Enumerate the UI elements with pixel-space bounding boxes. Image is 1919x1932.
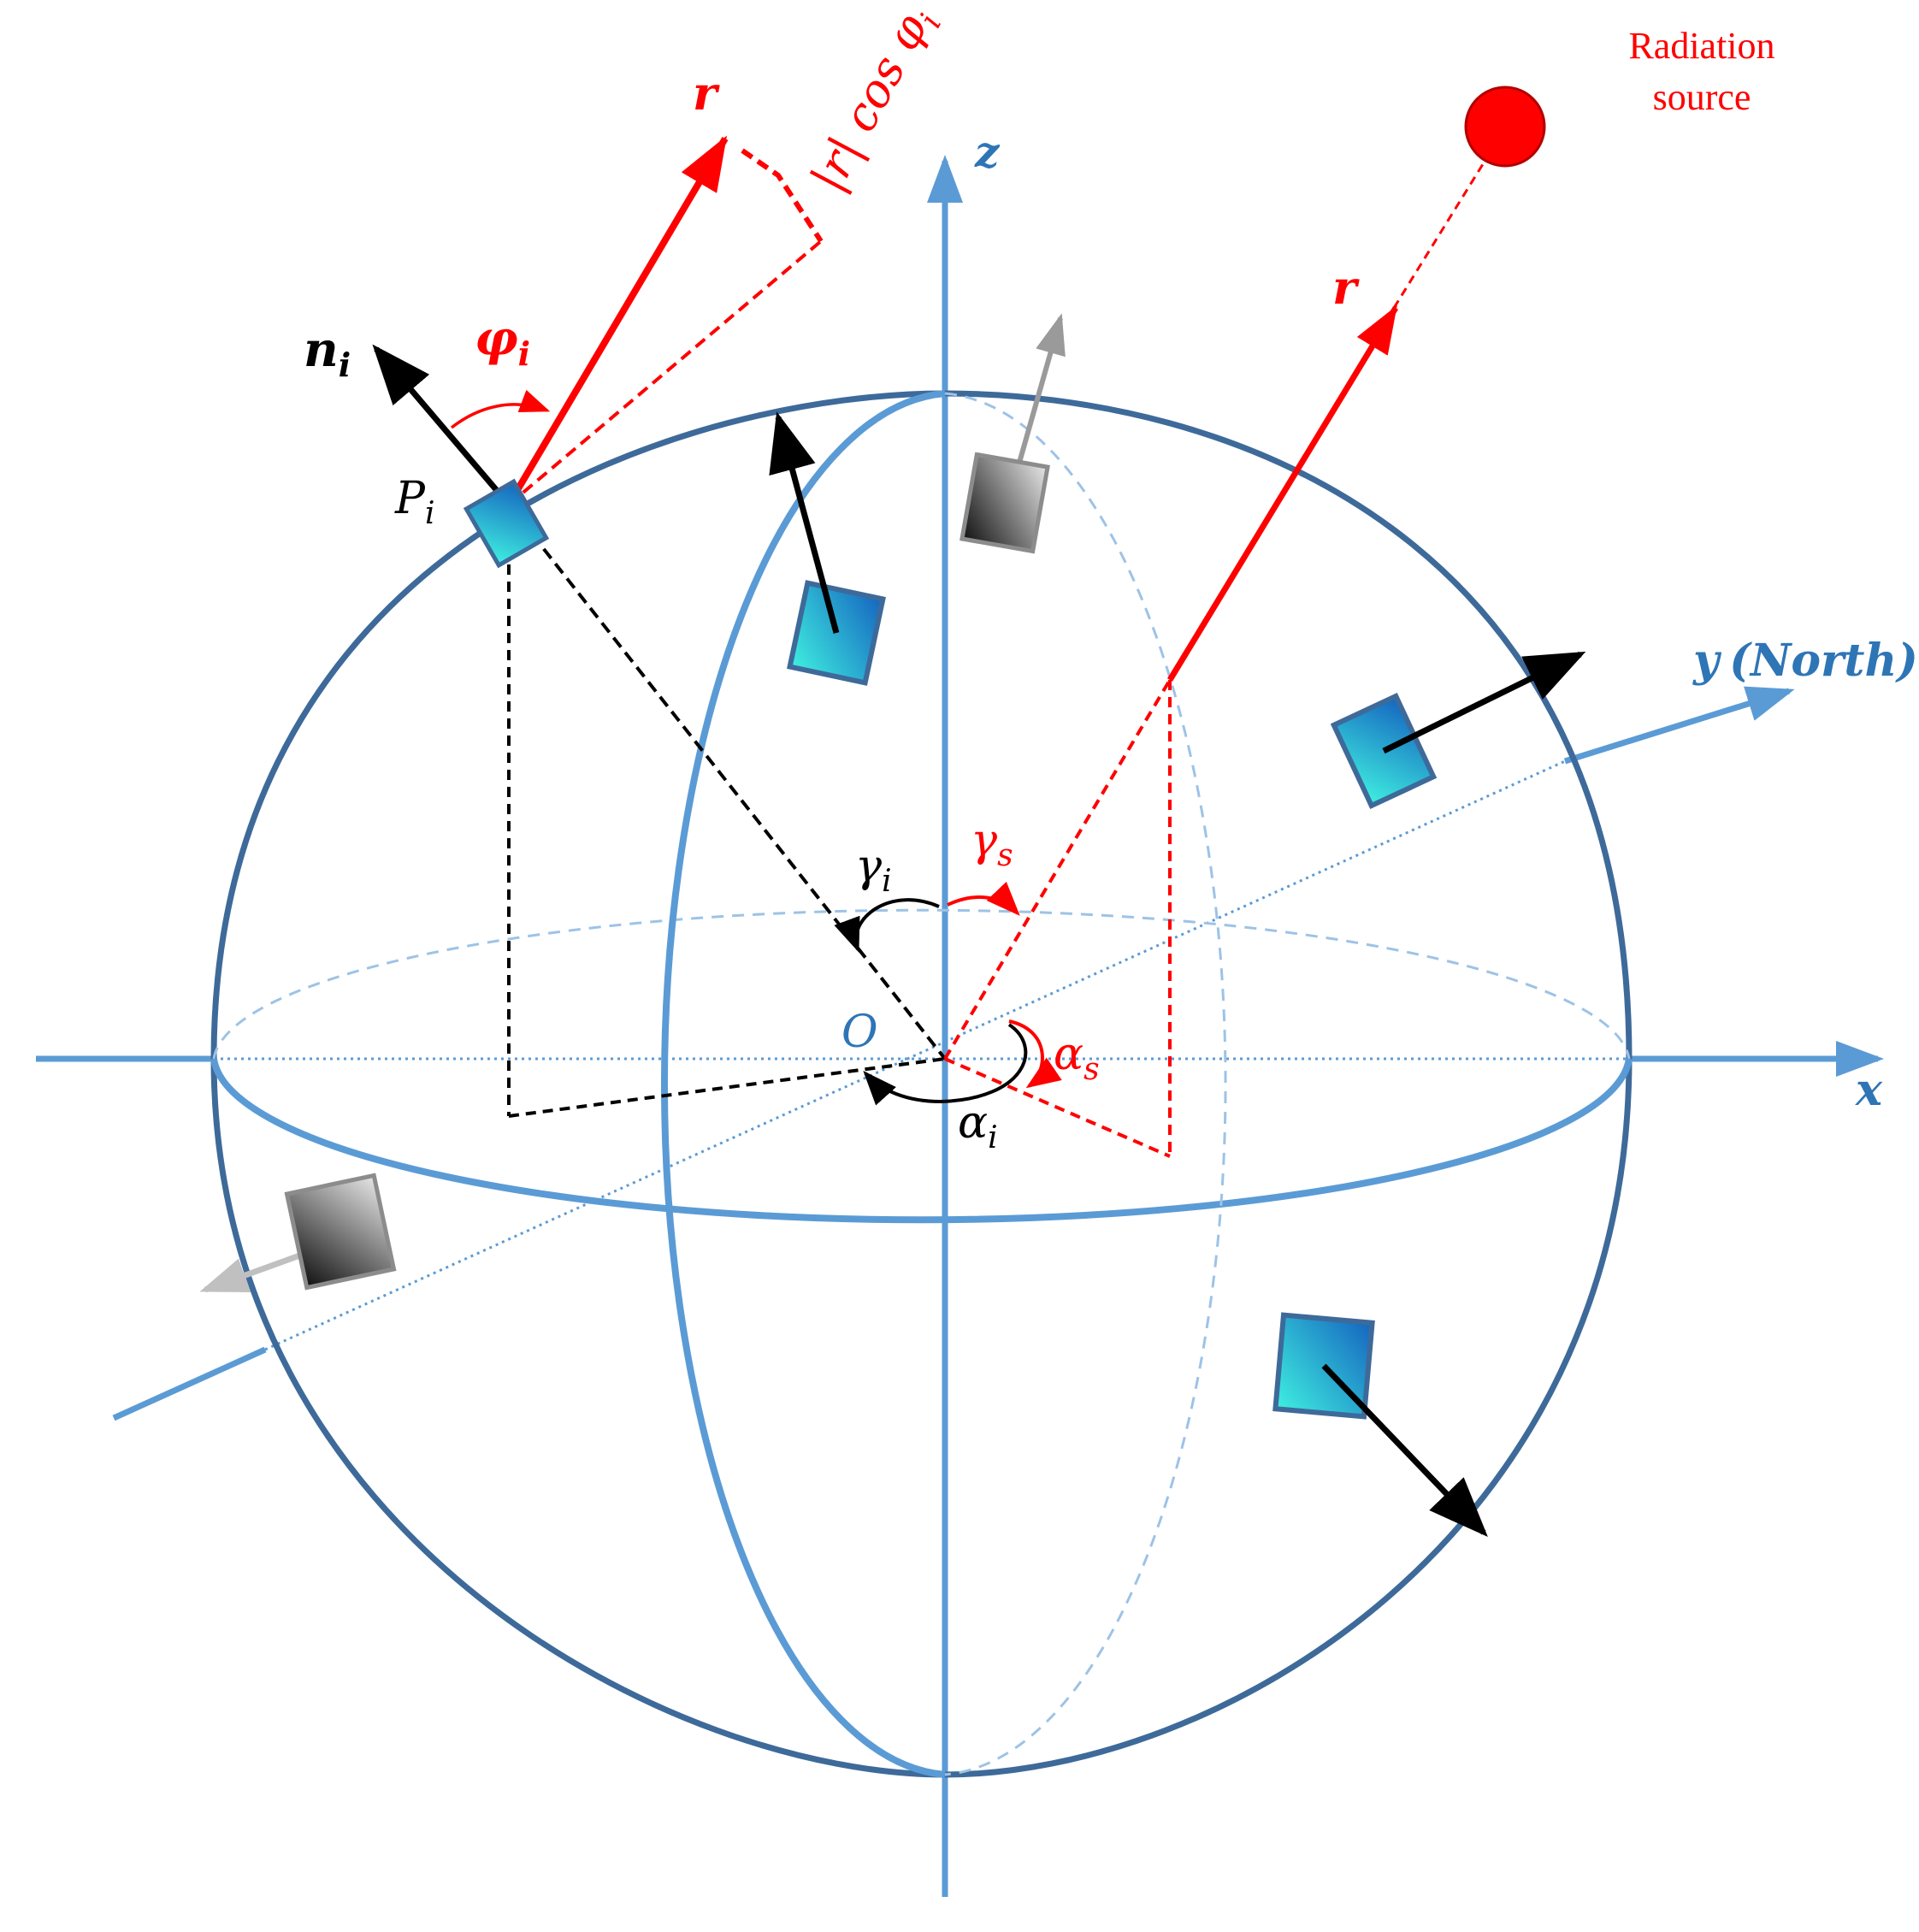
r-vector-at-pi [505,135,729,507]
pi-ground-projection-dashed [508,1057,946,1118]
alpha-i-label: αi [958,1097,998,1155]
source-ground-projection-dashed [944,1057,1171,1158]
gamma-i-label: γi [855,841,892,899]
meridian-back-dashed [944,392,1227,1776]
projection-bracket [741,148,824,243]
y-axis-north: (North) [1729,635,1918,687]
gray-panel-icon [960,452,1050,554]
equator-front [210,1058,1633,1224]
r-vector-right [1167,305,1398,682]
phi-sub: i [518,334,530,373]
alpha-i-symbol: α [958,1097,988,1149]
point-label: Pi [394,473,435,531]
y-axis-outer-upper [1563,686,1795,765]
radiation-source-icon [1464,86,1546,168]
gamma-i-arc [834,898,940,953]
normal-vector-ni [372,344,511,507]
blue-panel-icon [463,478,550,569]
origin-label: O [841,1007,878,1058]
phi-i-arc [450,389,551,429]
meridian-front [660,390,946,1778]
gamma-s-symbol: γ [971,815,998,866]
phi-symbol: φ [475,310,518,367]
y-axis-label: y(North) [1692,635,1918,687]
z-axis-label: z [974,127,1001,177]
y-axis-inner-dotted [264,759,1566,1351]
normal-symbol: n [304,322,339,378]
panel-top-center-normal [769,411,840,634]
gamma-s-arc [947,881,1020,916]
gamma-s-label: γs [971,815,1013,873]
alpha-s-label: αs [1054,1029,1100,1087]
alpha-i-sub: i [988,1120,998,1155]
y-axis-letter: y [1692,635,1722,687]
gamma-s-sub: s [997,838,1013,873]
point-sub: i [425,496,435,531]
normal-sub: i [339,346,351,384]
pi-to-origin-dashed [507,503,947,1061]
point-symbol: P [394,473,426,524]
r-label-left: r [693,66,720,121]
radiation-source-label-line1: Radiation [1628,25,1774,67]
cos-projection-dashed [507,239,823,506]
panel-right-normal [1382,651,1586,754]
alpha-i-arc [863,1023,1028,1106]
y-axis-outer-lower [112,1346,267,1421]
gamma-i-sub: i [882,864,892,899]
panel-bottom-right-normal [1321,1363,1488,1538]
alpha-s-symbol: α [1054,1029,1083,1080]
x-axis-label: x [1855,1064,1883,1116]
panel-gray-top [960,452,1050,554]
phi-i-label: φi [475,310,530,373]
alpha-s-sub: s [1083,1052,1099,1087]
panel-pi [463,478,550,569]
sphere-outline [210,390,1633,1778]
radiation-source-label-line2: source [1653,76,1751,118]
normal-label: ni [304,322,351,384]
r-label-right: r [1332,260,1360,315]
projection-label: |r| cos φi [800,0,949,204]
equator-back-dashed [212,908,1631,1060]
gamma-i-symbol: γ [855,841,883,892]
gray-panel-icon [284,1173,397,1291]
alpha-s-arc [1008,1019,1062,1089]
projection-text: |r| cos φ [800,5,938,200]
panel-gray-left [284,1173,397,1291]
source-to-origin-dashed [943,678,1172,1061]
